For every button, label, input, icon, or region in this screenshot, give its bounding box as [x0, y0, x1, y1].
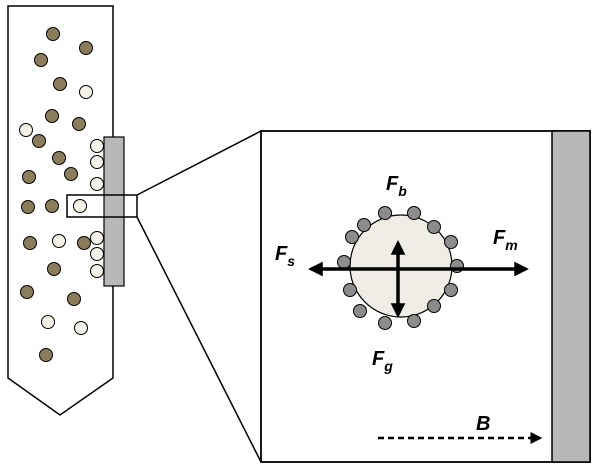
nonmagnetic-particle [41, 315, 55, 329]
magnetic-particle [34, 53, 48, 67]
magnet-large [551, 130, 591, 463]
magnetic-particle [79, 41, 93, 55]
nonmagnetic-particle [79, 85, 93, 99]
magnetic-particle [67, 292, 81, 306]
zoom-line-bottom [136, 216, 262, 463]
magnetic-particle [32, 134, 46, 148]
bound-particle [378, 206, 392, 220]
stokes-force-label: Fs [275, 243, 295, 269]
bound-particle [345, 230, 359, 244]
bound-particle [357, 218, 371, 232]
nonmagnetic-particle [74, 321, 88, 335]
nonmagnetic-particle [73, 199, 87, 213]
bound-particle [427, 299, 441, 313]
bound-particle [407, 314, 421, 328]
magnetic-particle [39, 348, 53, 362]
magnetic-particle [72, 117, 86, 131]
gravity-force-label: Fg [372, 348, 393, 374]
nonmagnetic-particle [90, 247, 104, 261]
bound-magnetic-particles [337, 206, 464, 330]
bound-particle [444, 283, 458, 297]
bound-particle [337, 255, 351, 269]
nonmagnetic-particle [19, 123, 33, 137]
magnetic-particle [21, 200, 35, 214]
magnetic-particle [77, 236, 91, 250]
nonmagnetic-particle [90, 231, 104, 245]
magnetic-particle [20, 285, 34, 299]
magnetic-particle [52, 151, 66, 165]
bound-particle [353, 304, 367, 318]
bound-particle [378, 316, 392, 330]
separation-column [7, 5, 114, 416]
bound-particle [343, 283, 357, 297]
zoom-line-top [136, 130, 262, 196]
magnet-small [103, 136, 125, 287]
magnetic-force-label: Fm [493, 227, 518, 253]
magnetic-particle [45, 109, 59, 123]
zoom-source-box [66, 194, 138, 218]
magnetic-particle [46, 27, 60, 41]
nonmagnetic-particle [52, 234, 66, 248]
magnetic-particle [47, 262, 61, 276]
bound-particle [407, 206, 421, 220]
nonmagnetic-particle [90, 177, 104, 191]
column-particles [19, 27, 104, 362]
magnetic-field-label: B [476, 413, 490, 435]
bound-particle [427, 220, 441, 234]
magnetic-particle [45, 199, 59, 213]
magnetic-particle [64, 167, 78, 181]
nonmagnetic-particle [90, 139, 104, 153]
magnetic-particle [53, 77, 67, 91]
nonmagnetic-particle [90, 155, 104, 169]
magnetic-particle [22, 170, 36, 184]
nonmagnetic-particle [90, 264, 104, 278]
magnetic-particle [23, 236, 37, 250]
bound-particle [444, 235, 458, 249]
buoyancy-force-label: Fb [386, 173, 407, 199]
